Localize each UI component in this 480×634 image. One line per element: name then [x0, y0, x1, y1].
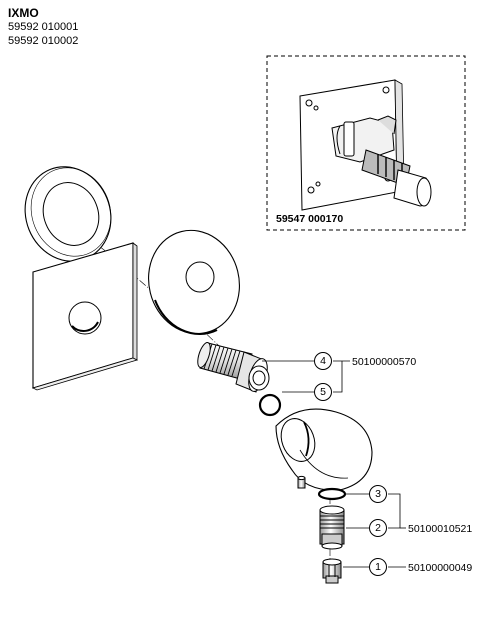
callout-1: 1 [369, 558, 387, 576]
square-cover-plate [31, 242, 139, 391]
callout-4: 4 [314, 352, 332, 370]
header: IXMO 59592 010001 59592 010002 [8, 6, 78, 48]
callout-5-number: 5 [320, 386, 326, 398]
callout-3-part: 50100010521 [408, 523, 472, 535]
product-code-1: 59592 010001 [8, 21, 79, 33]
leader-lines [262, 360, 406, 568]
callout-5: 5 [314, 383, 332, 401]
o-ring-5 [258, 393, 282, 417]
round-rosette [148, 229, 240, 336]
small-fitting [322, 558, 342, 584]
callout-2-number: 2 [375, 522, 381, 534]
callout-4-number: 4 [320, 355, 326, 367]
product-code-2: 59592 010002 [8, 35, 79, 47]
inset-part-number: 59547 000170 [276, 213, 343, 225]
callout-3: 3 [369, 485, 387, 503]
callout-2: 2 [369, 519, 387, 537]
wall-elbow-body [275, 408, 373, 491]
product-title: IXMO [8, 6, 39, 20]
escutcheon-ring [24, 166, 112, 262]
callout-3-number: 3 [375, 488, 381, 500]
callout-1-number: 1 [375, 561, 381, 573]
callout-4-part: 50100000570 [352, 356, 416, 368]
o-ring-3 [317, 487, 347, 501]
threaded-extension [197, 342, 270, 393]
check-valve-insert [319, 505, 345, 550]
grub-screw [297, 475, 306, 489]
callout-1-part: 50100000049 [408, 562, 472, 574]
inset-rough-in-box [266, 55, 466, 231]
